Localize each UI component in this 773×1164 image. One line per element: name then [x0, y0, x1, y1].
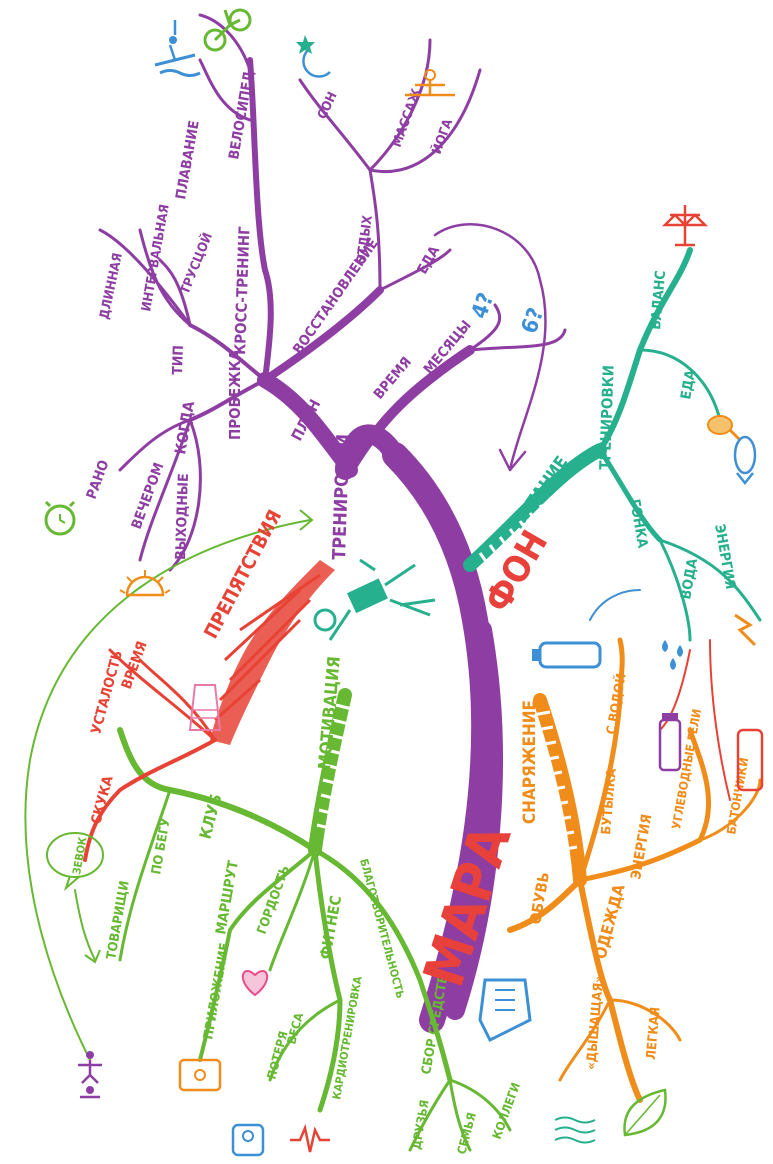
run-label: ПРОБЕЖКА — [226, 349, 244, 440]
clothes-label: ОДЕЖДА — [591, 881, 629, 961]
training-title: ТРЕНИРОВКИ — [329, 434, 354, 560]
cross-label: КРОСС-ТРЕНИНГ — [231, 226, 253, 356]
leaf-icon — [625, 1090, 666, 1135]
moon-star-icon — [296, 35, 330, 77]
type-label: ТИП — [170, 345, 187, 375]
route-label: МАРШРУТ — [213, 859, 242, 936]
water-bottle-icon — [532, 643, 600, 667]
water-drops-icon — [662, 640, 683, 670]
weighing-scale-icon — [233, 1125, 263, 1155]
nutrition-energy-label: ЭНЕРГИЯ — [711, 523, 738, 591]
trot-label: ТРУСЦОЙ — [177, 230, 216, 296]
sneaker-icon — [480, 980, 530, 1040]
colleagues-label: КОЛЛЕГИ — [490, 1081, 523, 1141]
gel-tube-icon — [660, 713, 680, 770]
friends-label: ДРУЗЬЯ — [409, 1099, 431, 1151]
weight-label: ВЕСА — [284, 1011, 306, 1046]
race-label: ГОНКА — [626, 498, 650, 550]
fatigue-label: УСТАЛОСТЬ — [88, 649, 126, 736]
lightning-icon — [735, 615, 755, 645]
fish-icon — [735, 437, 755, 483]
center-title-part1: МАРА — [411, 817, 524, 994]
nutrition-food-label: ЕДА — [678, 369, 699, 401]
scales-icon — [665, 205, 705, 245]
long-label: ДЛИННАЯ — [97, 252, 126, 321]
running-club-label: ПО БЕГУ — [149, 817, 174, 876]
heart-icon — [243, 971, 267, 995]
balance-label: БАЛАНС — [648, 270, 669, 331]
alarm-clock-icon — [46, 502, 74, 534]
chicken-leg-icon — [708, 416, 740, 440]
yoga-label: ЙОГА — [429, 117, 456, 157]
equipment-title: СНАРЯЖЕНИЕ — [520, 700, 540, 824]
water-label: ВОДА — [678, 557, 701, 601]
people-icon — [78, 1051, 102, 1097]
light-label: ЛЕГКАЯ — [644, 1006, 664, 1060]
cardio-pulse-icon — [290, 1128, 330, 1152]
waves-icon — [555, 1118, 595, 1143]
weekends-label: ВЫХОДНЫЕ — [173, 473, 192, 560]
question-4-label: 4? — [467, 290, 499, 322]
shoes-label: ОБУВЬ — [526, 871, 553, 926]
sleep-label: СОН — [315, 90, 341, 122]
nutrition-training-label: ТРЕНИРОВКИ — [596, 365, 618, 470]
bottle-label: БУТЫЛКА — [599, 768, 620, 835]
charity-label: БЛАГОТВОРИТЕЛЬНОСТЬ — [357, 857, 407, 999]
equipment-energy-label: ЭНЕРГИЯ — [628, 813, 655, 881]
phone-app-icon — [180, 1060, 220, 1090]
with-water-label: С ВОДОЙ — [603, 672, 629, 735]
breathable-label: «ДЫШАЩАЯ» — [584, 975, 607, 1071]
swimmer-icon — [155, 20, 200, 76]
swim-label: ПЛАВАНИЕ — [173, 119, 203, 200]
early-label: РАНО — [84, 458, 113, 502]
app-label: ПРИЛОЖЕНИЕ — [201, 942, 233, 1041]
